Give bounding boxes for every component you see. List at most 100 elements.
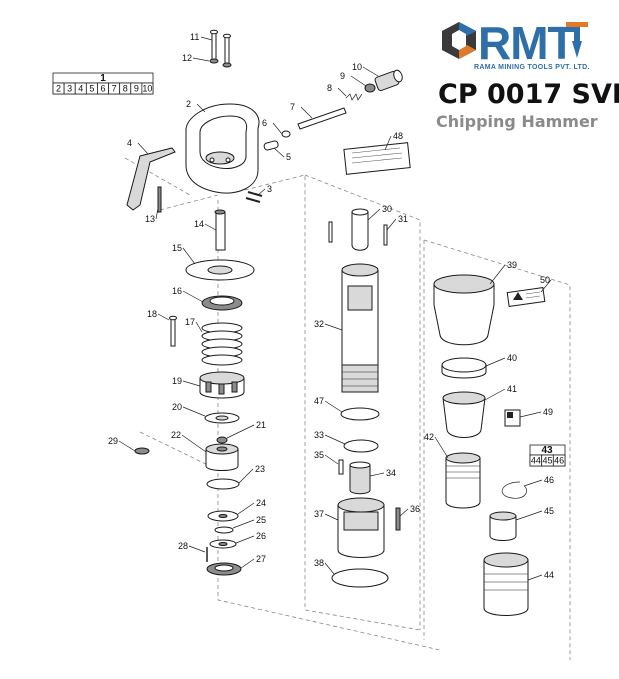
callout-leader-16 — [182, 290, 204, 303]
callout-20: 20 — [172, 402, 182, 412]
callout-leader-33 — [324, 434, 346, 445]
kit-table-1-cell: 8 — [123, 84, 128, 94]
kit-table-1-cell: 7 — [112, 84, 117, 94]
part-20-washer — [204, 412, 240, 424]
part-25-o-ring — [214, 526, 234, 534]
callout-leader-19 — [182, 380, 201, 387]
callout-leader-46 — [523, 479, 543, 487]
part-44-retainer-nut — [483, 552, 529, 616]
part-26-plate — [209, 539, 237, 549]
callout-leader-12 — [192, 57, 210, 62]
callout-leader-27 — [240, 558, 255, 569]
part-37-front-head — [337, 497, 385, 558]
callout-leader-11 — [200, 36, 213, 41]
callout-leader-17 — [195, 321, 203, 333]
callout-leader-50 — [540, 279, 552, 293]
part-42-retainer — [445, 452, 481, 509]
callout-21: 21 — [256, 420, 266, 430]
kit-table-1-cell: 5 — [89, 84, 94, 94]
callout-leader-37 — [324, 513, 339, 521]
callout-10: 10 — [352, 62, 362, 72]
part-34-bushing — [349, 461, 371, 495]
part-32-cylinder — [341, 263, 379, 393]
kit-table-1-title: 1 — [100, 73, 106, 84]
part-10-inlet-nipple — [374, 69, 403, 91]
kit-table-1-cell: 2 — [56, 84, 61, 94]
part-40-ring — [441, 357, 487, 379]
kit-table-43-cell: 46 — [554, 456, 564, 466]
callout-46: 46 — [544, 475, 554, 485]
part-5-bushing — [263, 140, 279, 151]
part-29-nut — [134, 447, 150, 455]
part-24-plate — [207, 510, 239, 522]
callout-12: 12 — [182, 53, 192, 63]
part-6-o-ring — [281, 130, 291, 138]
callout-9: 9 — [340, 71, 345, 81]
part-17-spring — [201, 322, 243, 366]
brand-logo-letters: RMT — [478, 17, 576, 69]
callout-leader-23 — [238, 468, 254, 484]
callout-leader-47 — [324, 400, 343, 413]
callout-35: 35 — [314, 450, 324, 460]
drill-bit-logo-icon — [566, 22, 588, 58]
callout-3: 3 — [267, 184, 272, 194]
callout-49: 49 — [543, 407, 553, 417]
part-35-pin — [338, 459, 344, 475]
callout-18: 18 — [147, 309, 157, 319]
part-39-rubber-buffer — [433, 274, 495, 346]
callout-47: 47 — [314, 396, 324, 406]
part-8-spring — [345, 93, 363, 101]
callout-11: 11 — [190, 32, 199, 42]
callout-leader-35 — [324, 454, 339, 465]
callout-7: 7 — [290, 102, 295, 112]
callout-leader-22 — [181, 434, 207, 453]
callout-42: 42 — [424, 432, 434, 442]
callout-numbers: 1112241335678910481415161718192021222923… — [108, 32, 554, 580]
callout-leader-9 — [350, 75, 367, 87]
callout-leader-26 — [235, 535, 255, 544]
part-45-bushing — [489, 511, 517, 541]
part-27-end-plate — [206, 562, 242, 576]
part-9-cap — [364, 83, 376, 93]
callout-leader-41 — [484, 388, 506, 401]
callout-27: 27 — [256, 554, 266, 564]
callout-33: 33 — [314, 430, 324, 440]
kit-table-1-cell: 6 — [100, 84, 105, 94]
part-18-bolt — [169, 315, 177, 347]
part-21-nut — [216, 436, 228, 444]
kit-table-1-cell: 9 — [134, 84, 139, 94]
callout-40: 40 — [507, 353, 517, 363]
model-title: CP 0017 SVR — [438, 79, 619, 110]
callout-leader-5 — [273, 147, 285, 158]
part-41-sleeve — [442, 391, 486, 438]
kit-table-1-cell-box — [141, 82, 154, 95]
callout-45: 45 — [544, 506, 554, 516]
callout-leader-24 — [237, 502, 255, 515]
callout-37: 37 — [314, 509, 324, 519]
part-12-washers — [209, 58, 232, 68]
callout-22: 22 — [171, 430, 181, 440]
callout-leader-48 — [384, 135, 392, 151]
callout-leader-32 — [324, 323, 343, 331]
callout-34: 34 — [386, 468, 396, 478]
callout-26: 26 — [256, 531, 266, 541]
callout-leader-3 — [257, 188, 266, 196]
callout-38: 38 — [314, 558, 324, 568]
callout-19: 19 — [172, 376, 182, 386]
callout-28: 28 — [178, 541, 188, 551]
part-22-buffer — [205, 443, 239, 471]
callout-leader-34 — [369, 472, 385, 477]
kit-table-43-cell: 45 — [542, 456, 552, 466]
callout-leader-39 — [489, 264, 506, 285]
callout-leader-4 — [137, 142, 149, 155]
brand-company-name: RAMA MINING TOOLS PVT. LTD. — [474, 64, 590, 71]
callout-leader-20 — [182, 406, 206, 417]
callout-leader-2 — [196, 103, 206, 113]
part-19-collar — [199, 371, 245, 399]
callout-leader-21 — [226, 424, 255, 439]
part-4-throttle-lever — [126, 147, 176, 211]
part-49-label — [504, 409, 521, 427]
callout-leader-13 — [155, 207, 159, 220]
